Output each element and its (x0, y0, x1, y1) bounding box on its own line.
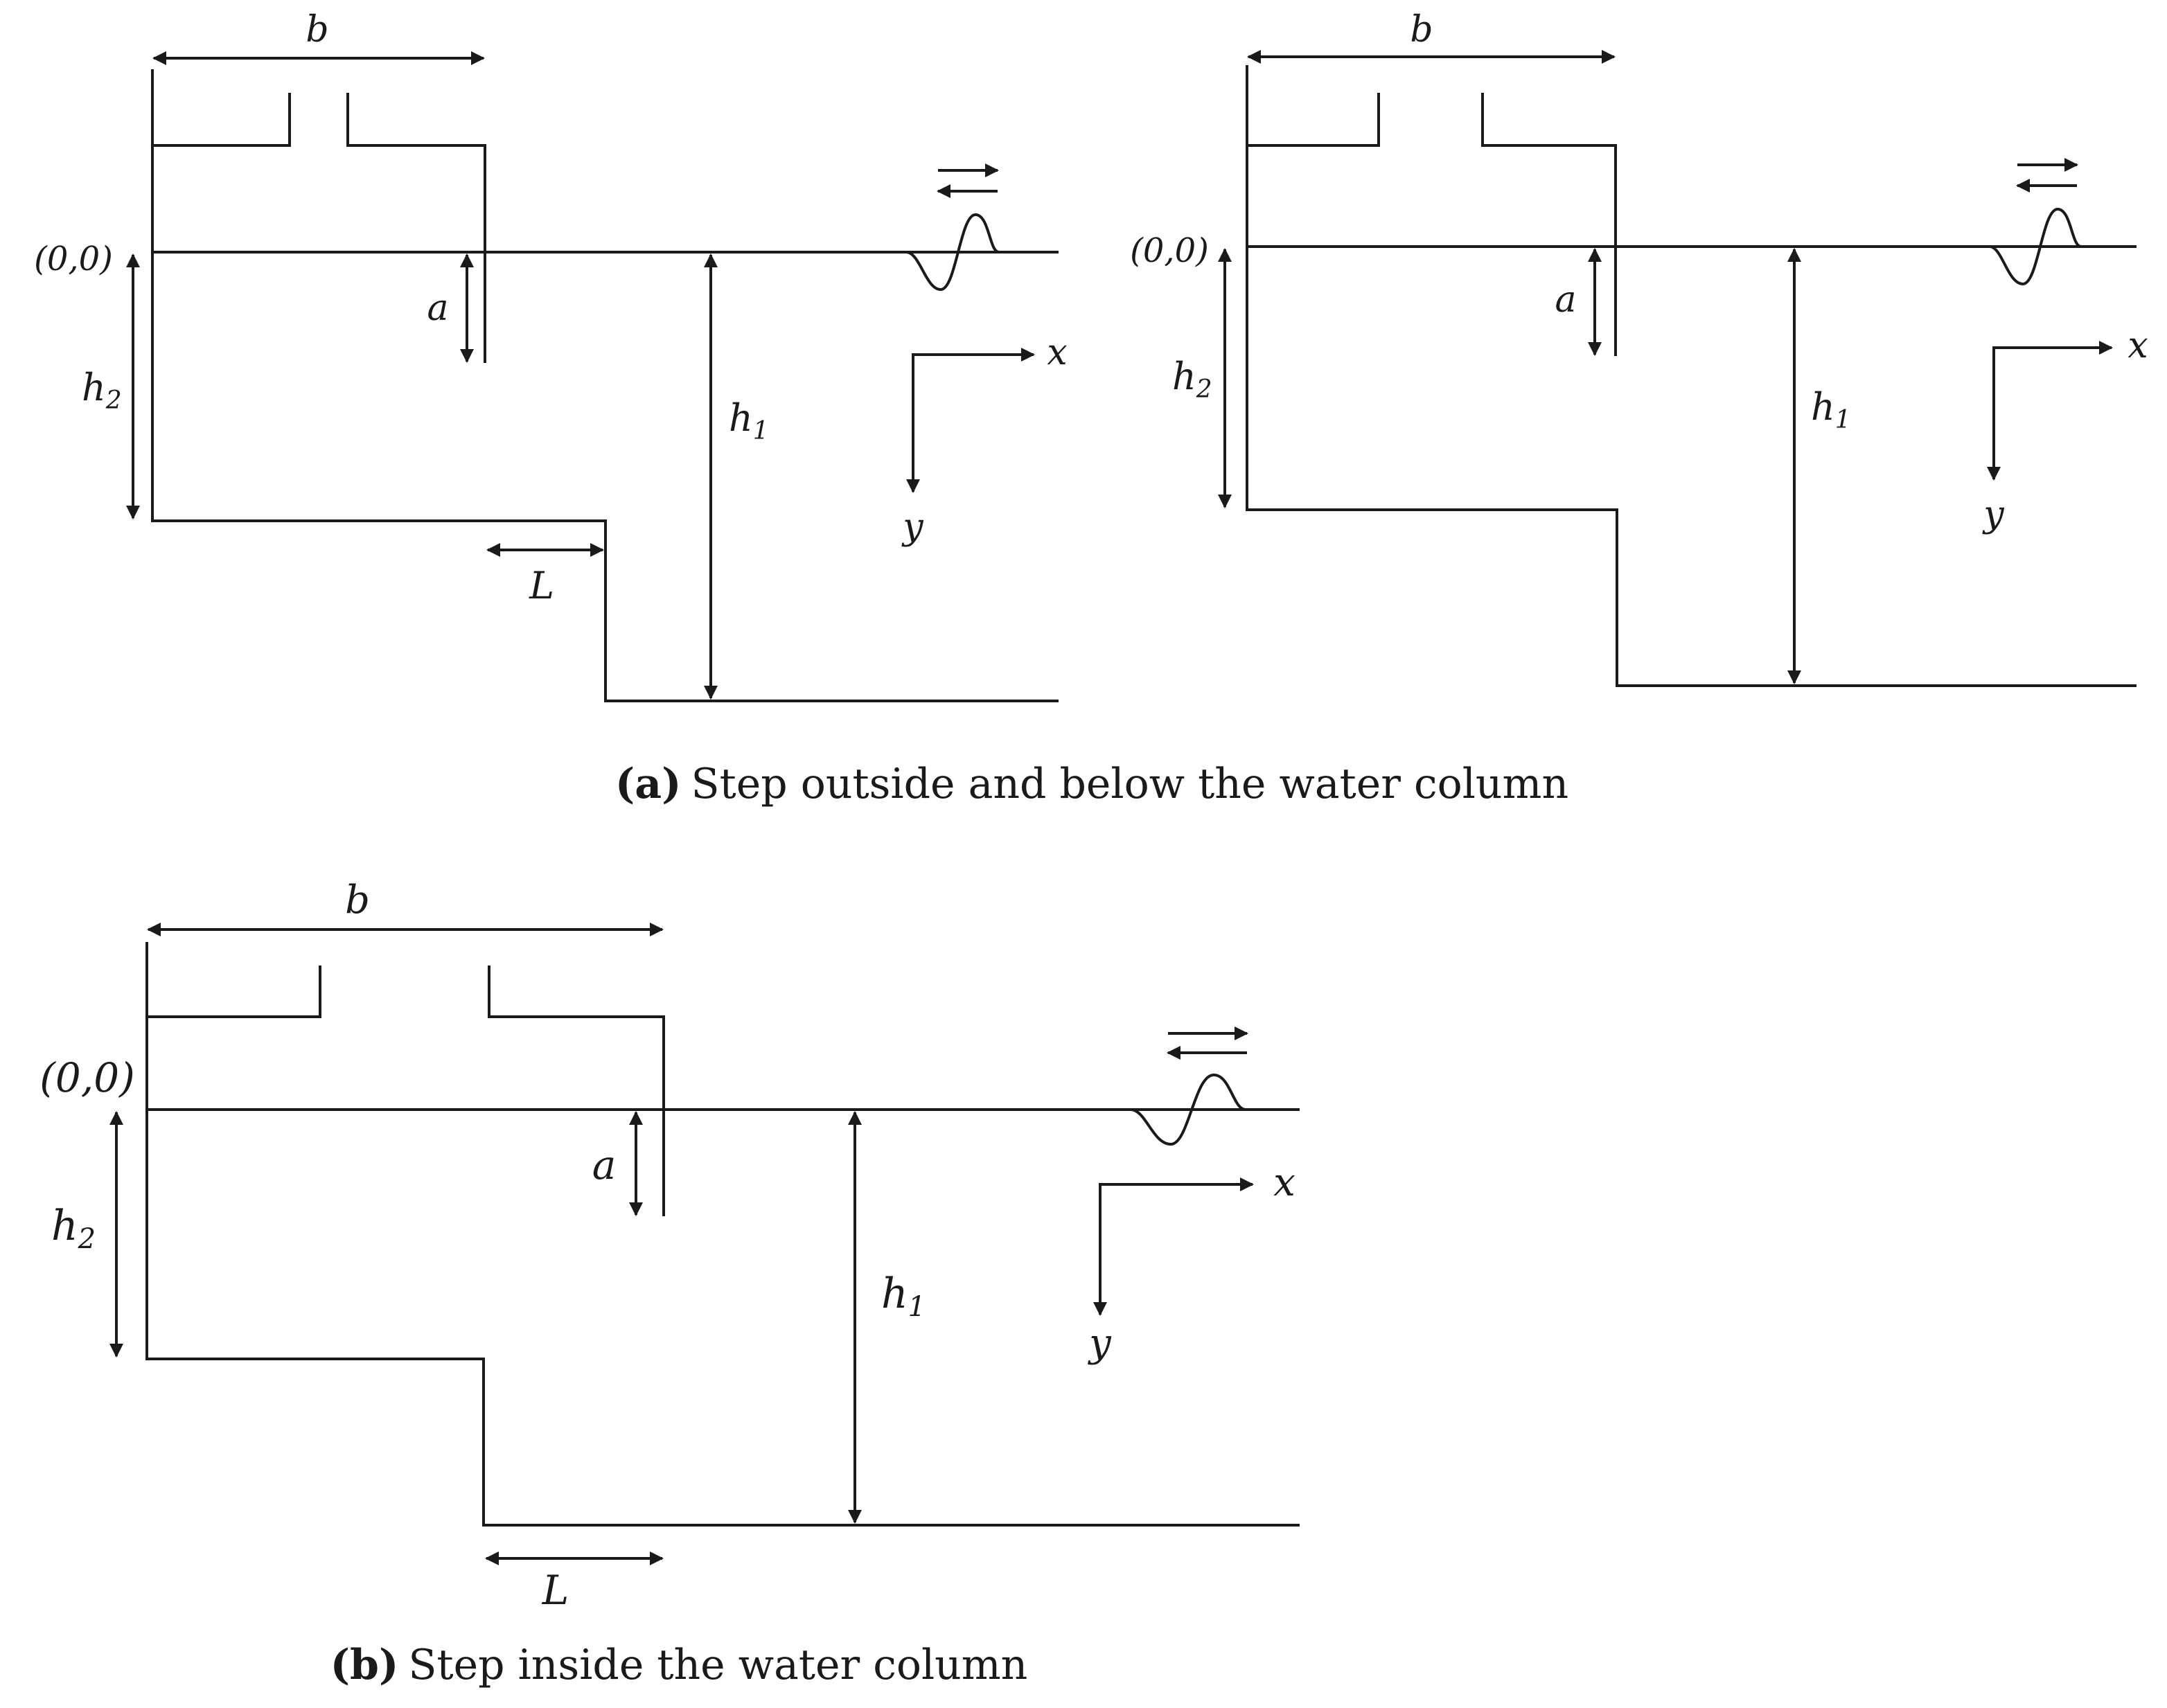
label-y: y (1087, 1321, 1112, 1366)
label-h1: h1 (1811, 385, 1851, 434)
label-b: b (1410, 9, 1433, 51)
label-a: a (1555, 279, 1576, 321)
label-x: x (1047, 332, 1067, 373)
incident-wave (1989, 207, 2082, 286)
label-h1: h1 (881, 1270, 926, 1323)
chamber-roof-left (152, 93, 291, 147)
label-a: a (427, 287, 448, 329)
label-b: b (345, 878, 370, 923)
label-L: L (529, 564, 554, 607)
left-wall (145, 942, 1300, 1527)
incident-wave (905, 213, 1000, 292)
caption-b: (b)Step inside the water column (330, 1641, 1028, 1689)
label-h2: h2 (1172, 355, 1212, 404)
incident-wave (1130, 1073, 1246, 1146)
left-wall (1246, 65, 2137, 687)
chamber-roof-left (1247, 93, 1380, 147)
axis-x (912, 348, 1035, 490)
label-b: b (306, 9, 328, 51)
axis-x (1992, 341, 2113, 478)
label-y: y (901, 506, 923, 548)
chamber-roof-left (147, 966, 321, 1018)
axis-x (1099, 1177, 1254, 1313)
label-h2: h2 (82, 366, 122, 415)
label-L: L (542, 1567, 569, 1614)
chamber-roof-right (488, 966, 665, 1216)
panel-a-left-diagram: b (0,0) a h2 h1 L x y (34, 9, 1068, 702)
left-wall (151, 69, 1059, 702)
label-h2: h2 (51, 1202, 96, 1255)
label-origin: (0,0) (34, 240, 113, 278)
panel-b-diagram: b (0,0) a h2 h1 L x y (39, 878, 1300, 1614)
caption-a: (a)Step outside and below the water colu… (615, 760, 1568, 808)
label-x: x (1273, 1160, 1295, 1205)
label-x: x (2128, 325, 2148, 366)
panel-a-right-diagram: b (0,0) a h2 h1 x y (1130, 9, 2148, 687)
label-h1: h1 (729, 396, 769, 445)
label-a: a (592, 1141, 617, 1189)
chamber-roof-right (1481, 93, 1617, 356)
label-origin: (0,0) (39, 1054, 135, 1101)
chamber-roof-right (346, 93, 486, 363)
label-origin: (0,0) (1130, 231, 1209, 270)
label-y: y (1982, 494, 2004, 535)
